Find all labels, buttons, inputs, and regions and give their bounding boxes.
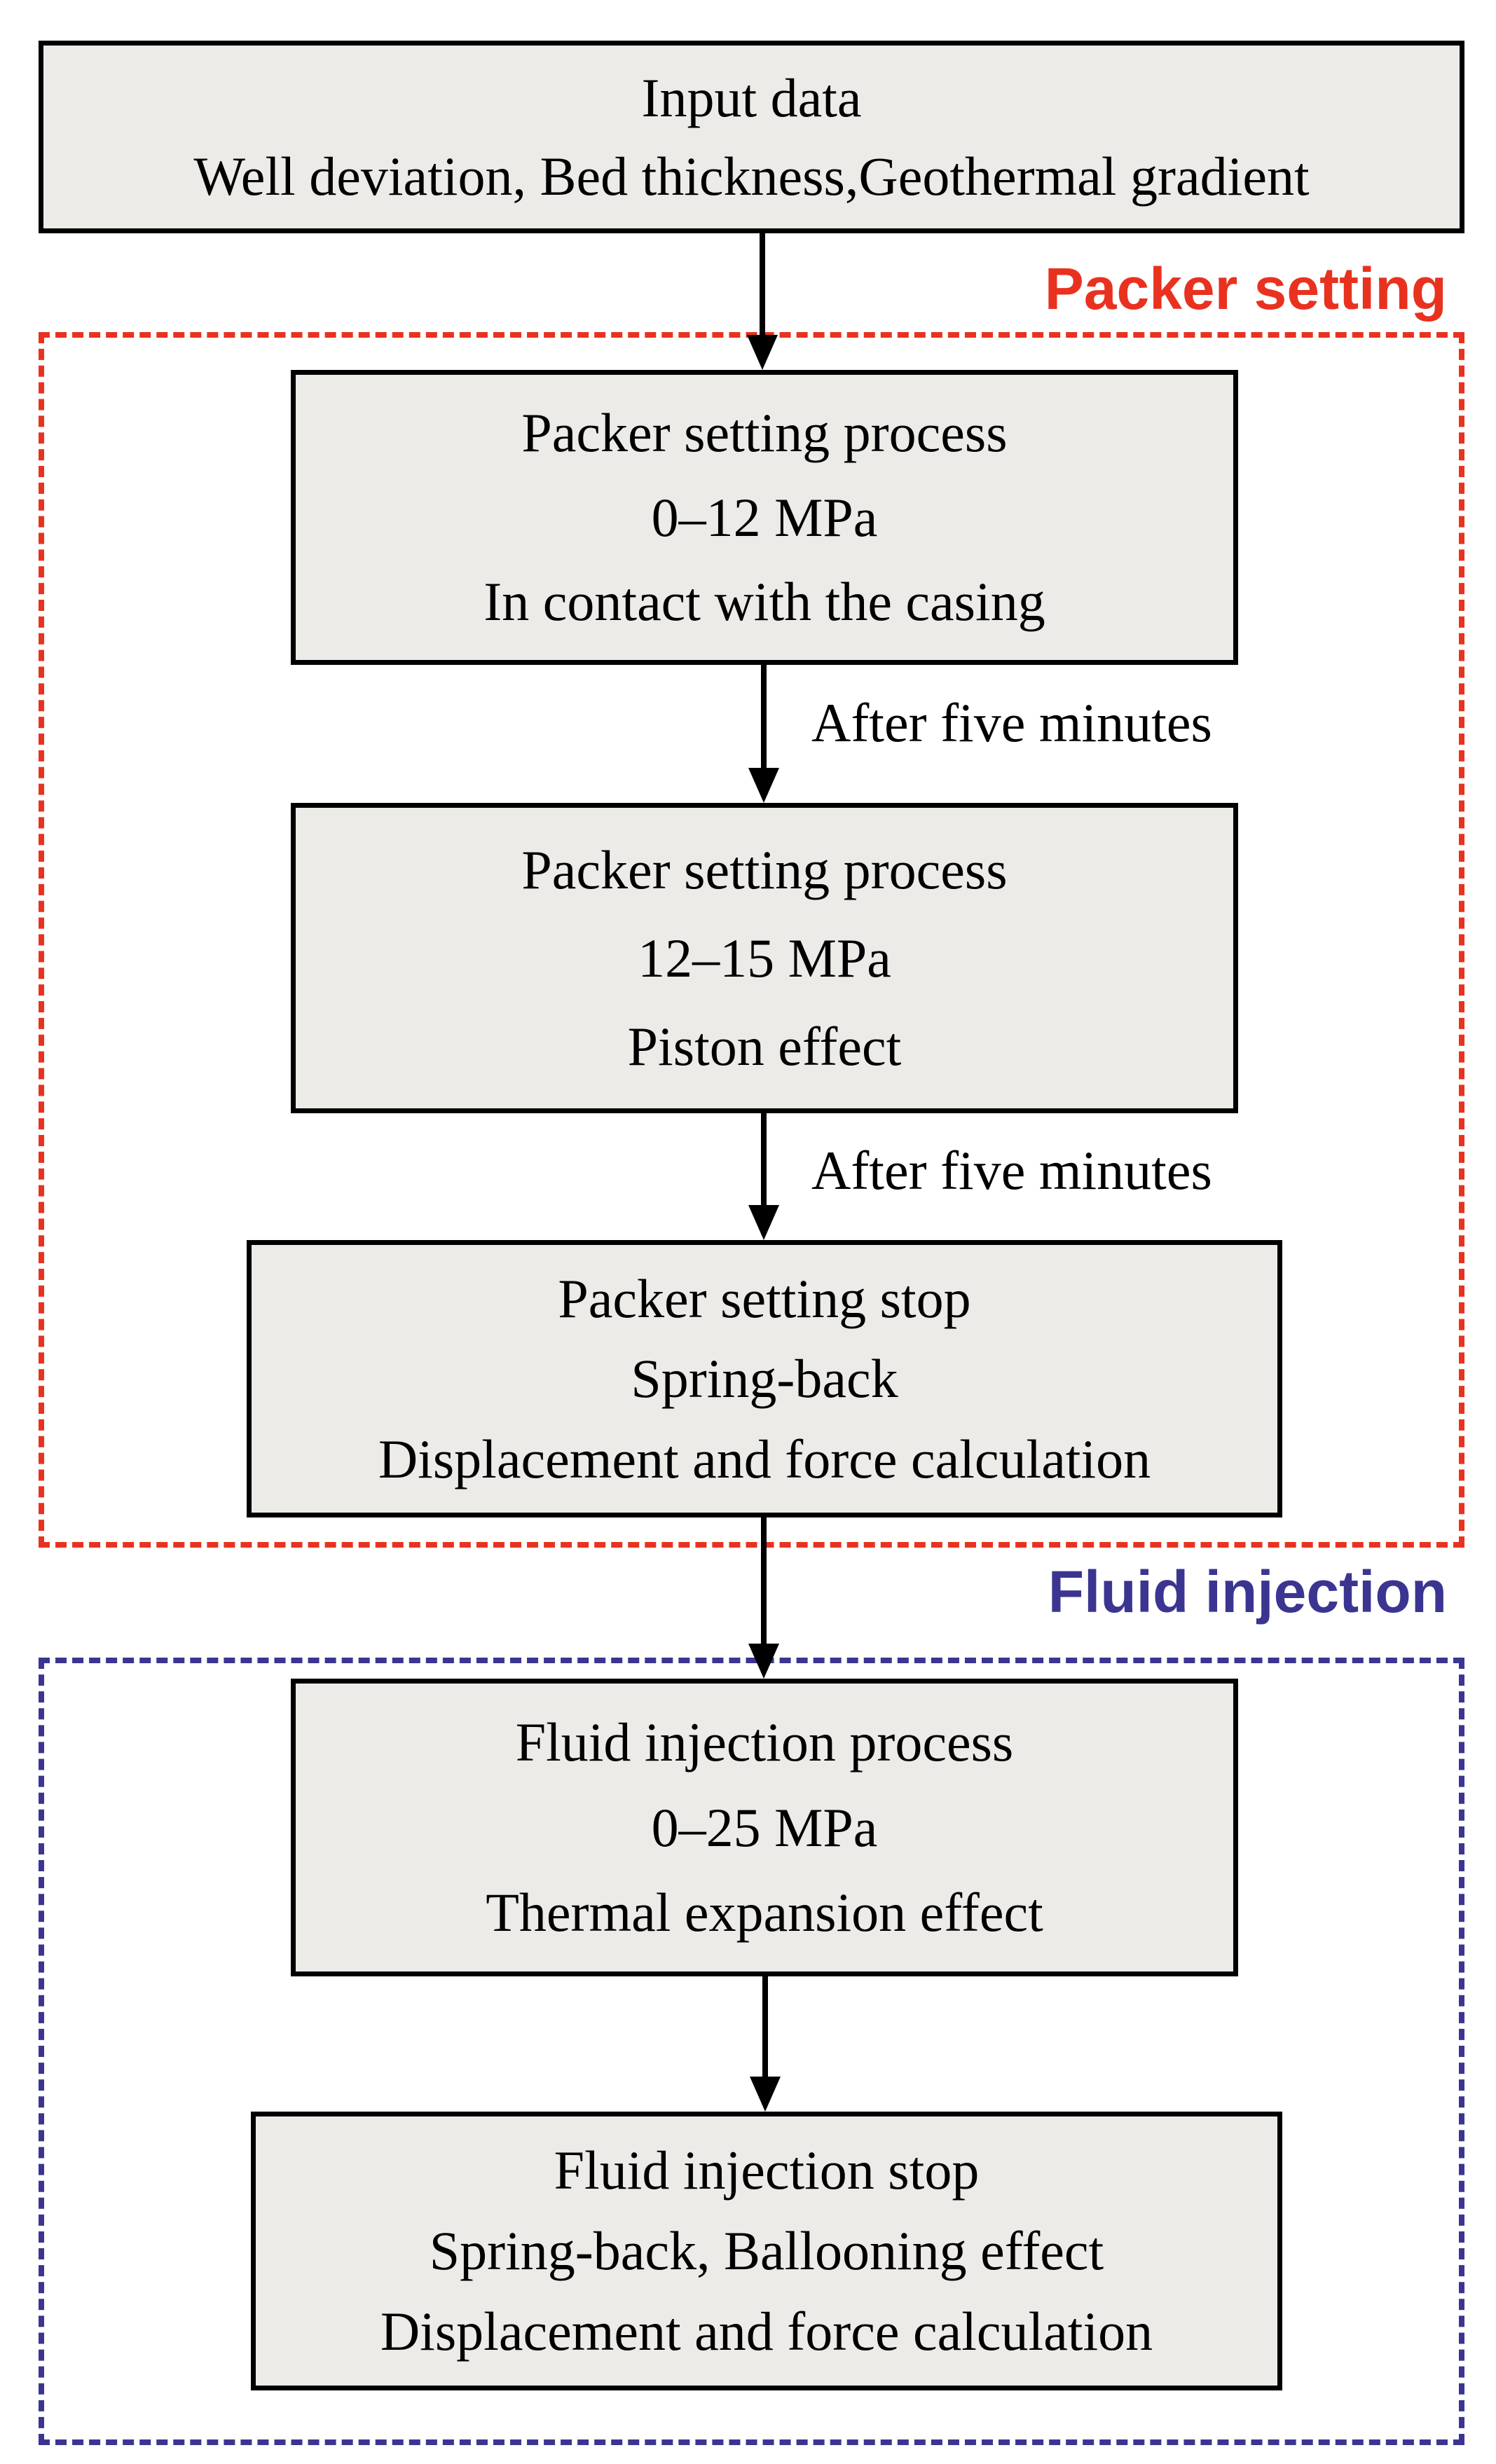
node-input-line-2: Well deviation, Bed thickness,Geothermal… (193, 145, 1310, 207)
node-injection-line-3: Thermal expansion effect (486, 1882, 1043, 1943)
node-input-line-1: Input data (641, 67, 862, 128)
node-setting2-line-3: Piston effect (627, 1015, 902, 1077)
node-packer-setting-2: Packer setting process 12–15 MPa Piston … (291, 803, 1238, 1113)
fluid-injection-region (39, 1658, 1464, 2445)
node-fluid-injection-stop: Fluid injection stop Spring-back, Balloo… (251, 2112, 1282, 2390)
node-injection-stop-line-2: Spring-back, Ballooning effect (429, 2220, 1104, 2282)
fluid-injection-region-title: Fluid injection (1048, 1559, 1447, 1625)
arrow-setting1-to-setting2 (748, 665, 779, 803)
node-injection-stop-line-1: Fluid injection stop (554, 2140, 980, 2201)
edge-label-after-five-minutes-2: After five minutes (811, 1140, 1212, 1201)
node-setting2-line-2: 12–15 MPa (638, 927, 891, 989)
node-injection-line-2: 0–25 MPa (651, 1796, 878, 1858)
node-setting-stop-line-3: Displacement and force calculation (378, 1428, 1151, 1489)
edge-label-after-five-minutes-1: After five minutes (811, 692, 1212, 753)
node-setting1-line-2: 0–12 MPa (651, 486, 878, 548)
node-packer-setting-stop: Packer setting stop Spring-back Displace… (247, 1240, 1282, 1517)
arrow-setting2-to-stop (748, 1113, 779, 1240)
packer-setting-region-title: Packer setting (1044, 256, 1447, 322)
arrow-injection-to-injection-stop (750, 1976, 781, 2112)
node-fluid-injection-process: Fluid injection process 0–25 MPa Thermal… (291, 1679, 1238, 1976)
node-input-data: Input data Well deviation, Bed thickness… (39, 41, 1464, 233)
node-setting1-line-3: In contact with the casing (483, 571, 1045, 633)
node-setting-stop-line-1: Packer setting stop (558, 1267, 971, 1329)
node-setting2-line-1: Packer setting process (521, 839, 1008, 900)
node-injection-stop-line-3: Displacement and force calculation (380, 2301, 1153, 2362)
node-packer-setting-1: Packer setting process 0–12 MPa In conta… (291, 370, 1238, 665)
arrow-stop-to-injection (748, 1517, 779, 1679)
arrow-input-to-setting1 (747, 233, 778, 370)
node-setting-stop-line-2: Spring-back (631, 1348, 898, 1410)
node-injection-line-1: Fluid injection process (515, 1712, 1014, 1773)
node-setting1-line-1: Packer setting process (521, 402, 1008, 464)
